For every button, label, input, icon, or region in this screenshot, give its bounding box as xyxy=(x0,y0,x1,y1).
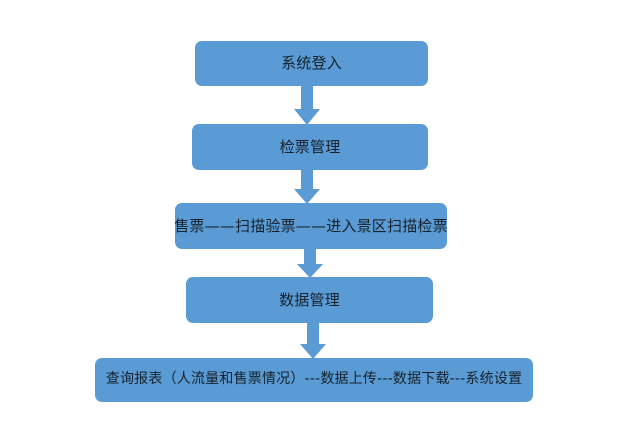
down-arrow-icon xyxy=(297,248,323,278)
flow-node-ticket-check-management[interactable]: 检票管理 xyxy=(192,124,428,170)
flow-node-label: 查询报表（人流量和售票情况）---数据上传---数据下载---系统设置 xyxy=(105,371,523,388)
flow-node-ticket-sales-scan[interactable]: 售票——扫描验票——进入景区扫描检票 xyxy=(174,203,448,249)
down-arrow-icon xyxy=(294,85,320,125)
down-arrow-icon xyxy=(294,169,320,204)
flow-node-label: 系统登入 xyxy=(281,54,342,73)
flow-node-reports-and-settings[interactable]: 查询报表（人流量和售票情况）---数据上传---数据下载---系统设置 xyxy=(95,358,533,402)
down-arrow-icon xyxy=(300,322,326,359)
flow-node-label: 检票管理 xyxy=(279,137,341,156)
flow-node-label: 数据管理 xyxy=(279,290,340,309)
flow-node-label: 售票——扫描验票——进入景区扫描检票 xyxy=(174,216,448,235)
flow-node-data-management[interactable]: 数据管理 xyxy=(186,277,433,323)
flow-node-system-login[interactable]: 系统登入 xyxy=(195,41,428,86)
